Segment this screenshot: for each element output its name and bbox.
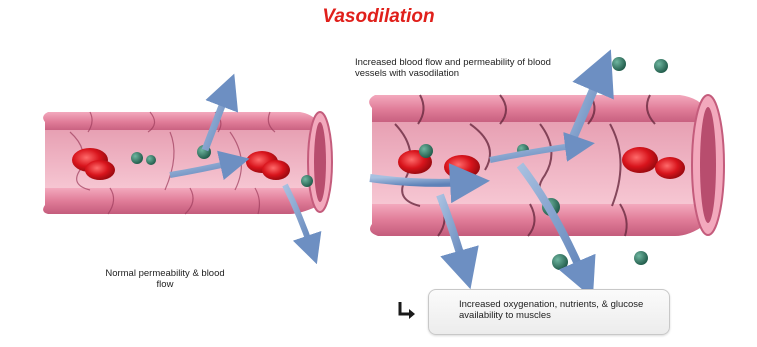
normal-flow-label: Normal permeability & blood flow xyxy=(100,268,230,290)
dilated-vessel xyxy=(369,57,724,280)
nutrient-particle xyxy=(552,254,568,270)
nutrient-particle xyxy=(146,155,156,165)
increased-flow-label: Increased blood flow and permeability of… xyxy=(355,57,575,79)
red-blood-cell xyxy=(655,157,685,179)
red-blood-cell xyxy=(622,147,658,173)
nutrient-particle xyxy=(131,152,143,164)
red-blood-cell xyxy=(85,160,115,180)
flow-arrow xyxy=(370,178,470,183)
nutrient-particle xyxy=(419,144,433,158)
nutrient-particle xyxy=(654,59,668,73)
red-blood-cell xyxy=(444,155,480,179)
red-blood-cell xyxy=(262,160,290,180)
turn-right-arrow-icon xyxy=(396,300,418,322)
nutrient-particle xyxy=(301,175,313,187)
normal-vessel xyxy=(43,90,332,250)
nutrient-particle xyxy=(612,57,626,71)
result-callout: Increased oxygenation, nutrients, & gluc… xyxy=(428,289,670,335)
result-label: Increased oxygenation, nutrients, & gluc… xyxy=(459,299,664,321)
nutrient-particle xyxy=(634,251,648,265)
